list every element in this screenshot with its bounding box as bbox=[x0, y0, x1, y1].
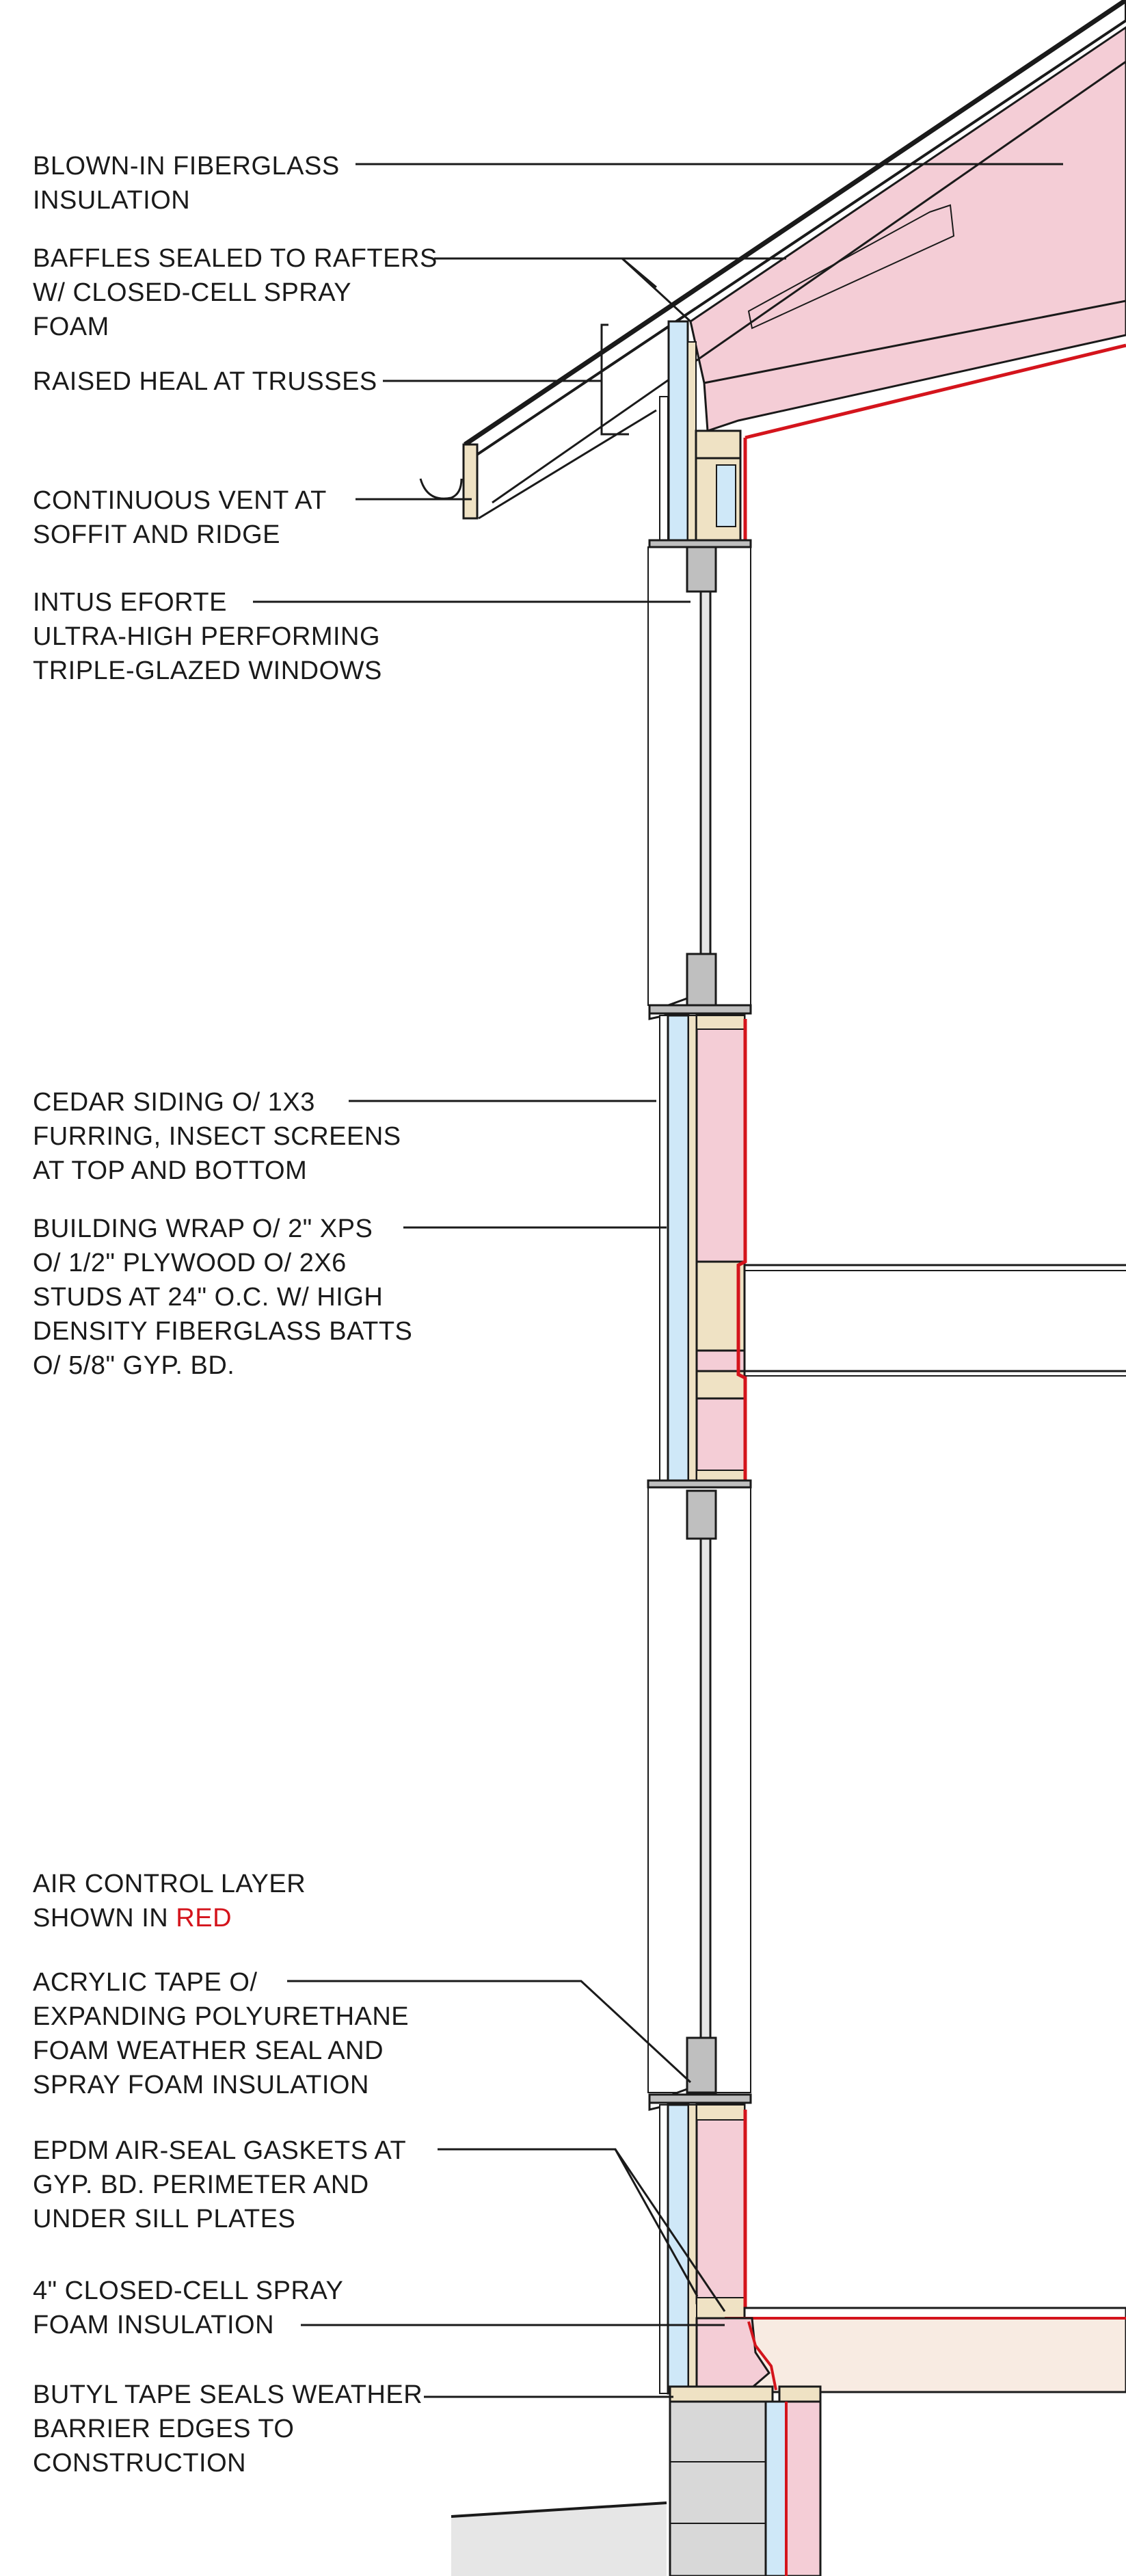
callout-baffles: BAFFLES SEALED TO RAFTERS W/ CLOSED-CELL… bbox=[33, 244, 445, 341]
callouts: BLOWN-IN FIBERGLASS INSULATION BAFFLES S… bbox=[33, 152, 445, 2478]
callout-leaders bbox=[253, 163, 1063, 2398]
heel-wall bbox=[659, 320, 742, 542]
red-accent-word: RED bbox=[176, 1904, 232, 1933]
attic-insulation bbox=[689, 26, 1126, 433]
middle-wall bbox=[647, 1014, 1126, 1489]
roof-assembly bbox=[419, 0, 1126, 540]
callout-closed-cell-foam: 4" CLOSED-CELL SPRAY FOAM INSULATION bbox=[33, 2276, 351, 2339]
callout-blown-in-fiberglass: BLOWN-IN FIBERGLASS INSULATION bbox=[33, 152, 347, 215]
upper-window bbox=[647, 539, 752, 1020]
lower-window bbox=[647, 1487, 752, 2111]
foundation bbox=[451, 2400, 822, 2576]
callout-cedar-siding: CEDAR SIDING O/ 1X3 FURRING, INSECT SCRE… bbox=[33, 1088, 409, 1185]
callout-raised-heal: RAISED HEAL AT TRUSSES bbox=[33, 367, 377, 396]
fascia-board bbox=[462, 443, 479, 520]
callout-intus-windows: INTUS EFORTE ULTRA-HIGH PERFORMING TRIPL… bbox=[33, 588, 388, 685]
gutter bbox=[419, 478, 463, 500]
ceiling-air-barrier bbox=[745, 343, 1126, 440]
lower-wall bbox=[659, 2103, 1126, 2403]
callout-building-wrap: BUILDING WRAP O/ 2" XPS O/ 1/2" PLYWOOD … bbox=[33, 1214, 420, 1380]
callout-epdm-gaskets: EPDM AIR-SEAL GASKETS AT GYP. BD. PERIME… bbox=[33, 2136, 414, 2233]
callout-acrylic-tape: ACRYLIC TAPE O/ EXPANDING POLYURETHANE F… bbox=[33, 1968, 416, 2099]
callout-butyl-tape: BUTYL TAPE SEALS WEATHER BARRIER EDGES T… bbox=[33, 2380, 430, 2478]
callout-air-control: AIR CONTROL LAYER SHOWN IN RED bbox=[33, 1870, 313, 1933]
callout-continuous-vent: CONTINUOUS VENT AT SOFFIT AND RIDGE bbox=[33, 486, 334, 549]
